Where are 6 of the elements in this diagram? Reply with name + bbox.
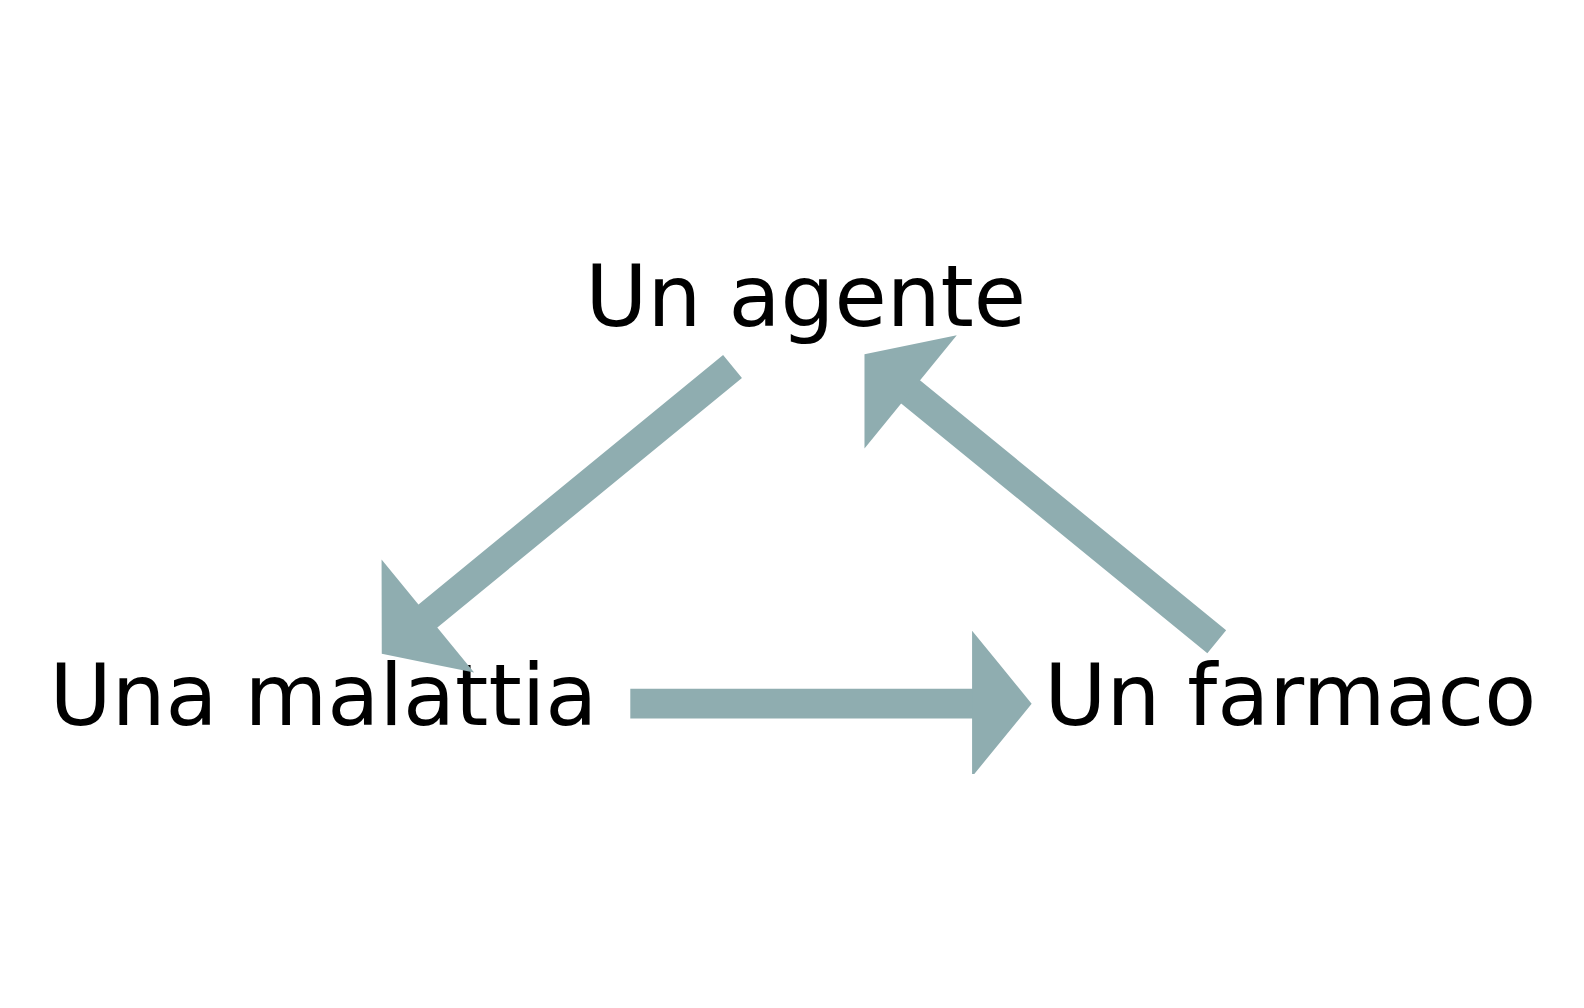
node-text: Un agente [584, 246, 1026, 346]
arrow [629, 630, 1032, 774]
arrow [381, 354, 742, 673]
node-text: Un farmaco [1043, 645, 1536, 745]
node-text: Una malattia [48, 645, 597, 745]
arrow [864, 335, 1226, 654]
